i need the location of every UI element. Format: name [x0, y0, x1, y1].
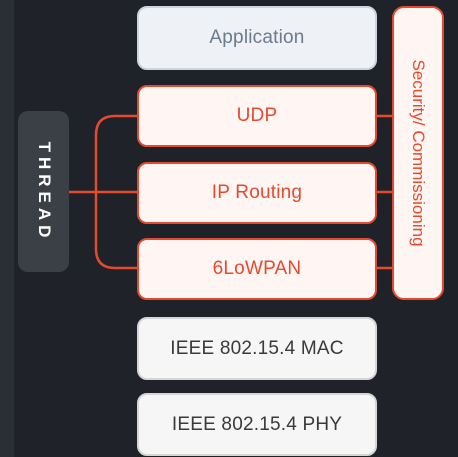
thread-logo: THREAD [34, 141, 54, 242]
security-commissioning-layer: Security/ Commissioning [392, 6, 444, 300]
ieee-mac-layer: IEEE 802.15.4 MAC [137, 317, 377, 380]
6lowpan-layer: 6LoWPAN [137, 238, 377, 300]
ip-routing-layer: IP Routing [137, 162, 377, 224]
ieee-phy-layer: IEEE 802.15.4 PHY [137, 393, 377, 456]
udp-layer: UDP [137, 85, 377, 147]
application-layer: Application [137, 6, 377, 70]
security-commissioning-label: Security/ Commissioning [409, 59, 428, 247]
left-edge-panel [0, 0, 14, 457]
thread-logo-badge: THREAD [18, 111, 69, 272]
